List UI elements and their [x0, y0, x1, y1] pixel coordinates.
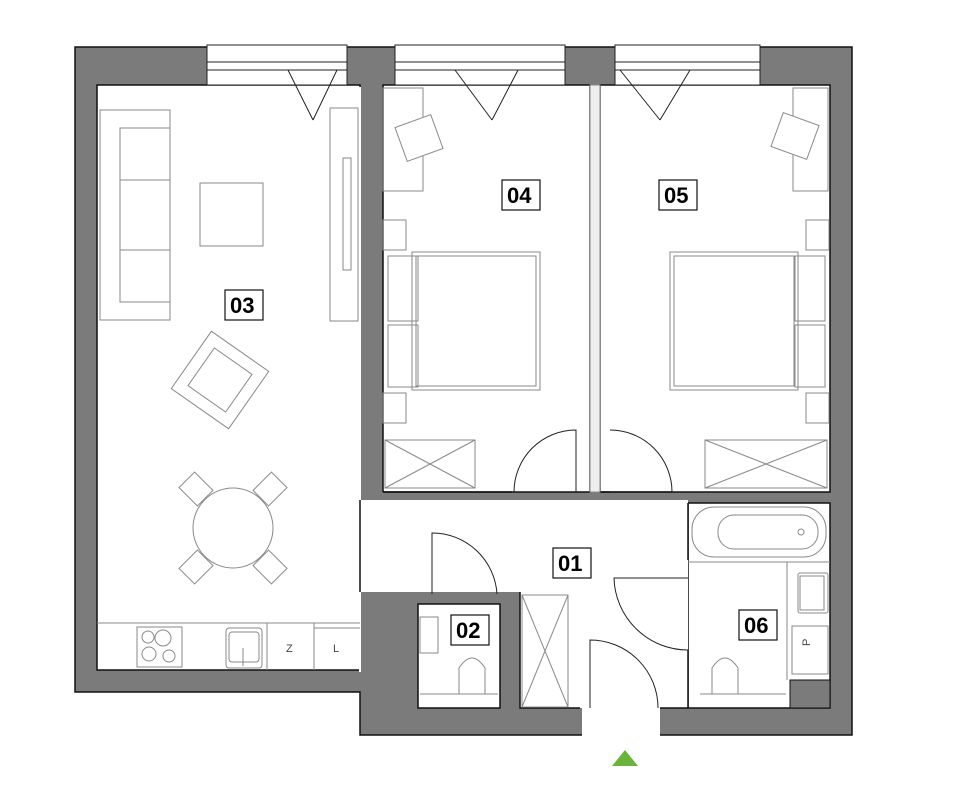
desk-04-icon: [382, 87, 444, 192]
desk-05-icon: [770, 87, 829, 192]
washer-label: P: [801, 639, 813, 646]
svg-text:04: 04: [507, 183, 532, 208]
svg-text:01: 01: [558, 551, 582, 576]
washing-machine-icon: P: [791, 625, 829, 675]
svg-text:06: 06: [744, 613, 768, 638]
bathroom-sink-icon: [797, 572, 829, 614]
sofa-icon: [99, 109, 171, 321]
fridge-label: Z: [286, 643, 293, 655]
bathtub-icon: [691, 506, 827, 558]
entrance-arrow-icon: [612, 750, 638, 766]
svg-text:03: 03: [230, 293, 254, 318]
bathroom-notch-wall: [789, 679, 831, 709]
room-label-03: 03: [224, 289, 264, 321]
wardrobe-05-icon: [704, 439, 828, 489]
tv-unit-icon: [329, 107, 359, 322]
window-05: [614, 44, 761, 121]
door-04[interactable]: [513, 429, 577, 493]
sink-02-icon: [419, 616, 439, 654]
coffee-table-icon: [199, 182, 264, 247]
window-04: [394, 44, 566, 121]
entrance-door[interactable]: [589, 639, 659, 709]
room-label-01: 01: [552, 547, 592, 579]
partition-wall: [589, 84, 601, 493]
room-01-area: [358, 500, 688, 708]
room-label-06: 06: [738, 609, 778, 641]
svg-text:05: 05: [664, 183, 688, 208]
kitchen-counter: Z L: [97, 622, 360, 670]
window-03: [206, 44, 348, 121]
room-03-area: [96, 84, 361, 671]
svg-text:02: 02: [456, 618, 480, 643]
toilet-06-icon: [700, 657, 786, 695]
toilet-02-icon: [420, 657, 498, 695]
entrance-opening: [582, 700, 660, 740]
door-02[interactable]: [431, 532, 498, 595]
room-label-02: 02: [450, 614, 490, 646]
cooktop-icon: [136, 626, 183, 668]
room-06-area: [687, 502, 831, 709]
bed-05-icon: [669, 219, 830, 424]
door-06[interactable]: [613, 577, 689, 651]
armchair-icon: [170, 330, 270, 430]
room-label-04: 04: [501, 179, 541, 211]
wardrobe-04-icon: [384, 439, 476, 489]
cabinet-label: L: [333, 643, 339, 655]
door-05[interactable]: [609, 429, 673, 493]
hall-wardrobe-icon: [521, 594, 569, 708]
room-label-05: 05: [658, 179, 698, 211]
kitchen-sink-icon: [225, 627, 263, 669]
bed-04-icon: [382, 219, 541, 424]
dining-table-icon: [178, 471, 288, 585]
